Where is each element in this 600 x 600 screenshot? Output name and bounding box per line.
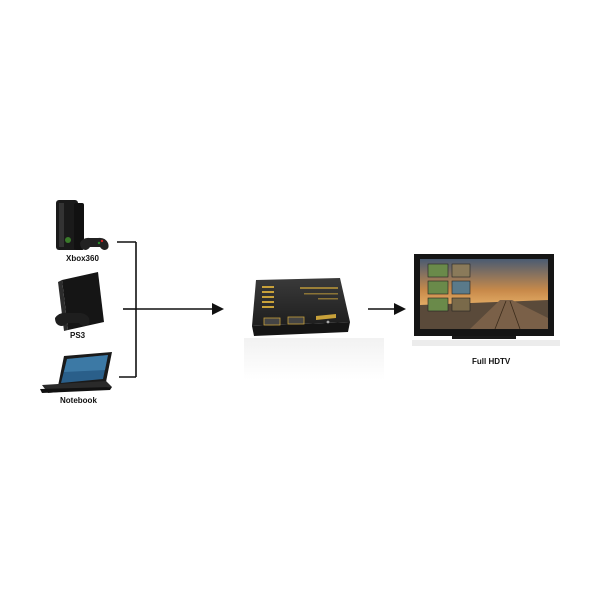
ps3-console-icon	[55, 272, 104, 331]
hdtv-label: Full HDTV	[472, 357, 511, 366]
output-connector-line	[368, 303, 406, 315]
source-connector-lines	[117, 241, 214, 378]
ps3-label: PS3	[70, 331, 86, 340]
notebook-label: Notebook	[60, 396, 97, 405]
hdtv-icon	[412, 254, 560, 346]
xbox360-label: Xbox360	[66, 254, 99, 263]
xbox360-console-icon	[56, 200, 109, 250]
hdmi-switch-icon	[244, 278, 384, 380]
arrow-to-switch	[212, 303, 224, 315]
notebook-laptop-icon	[40, 352, 112, 393]
